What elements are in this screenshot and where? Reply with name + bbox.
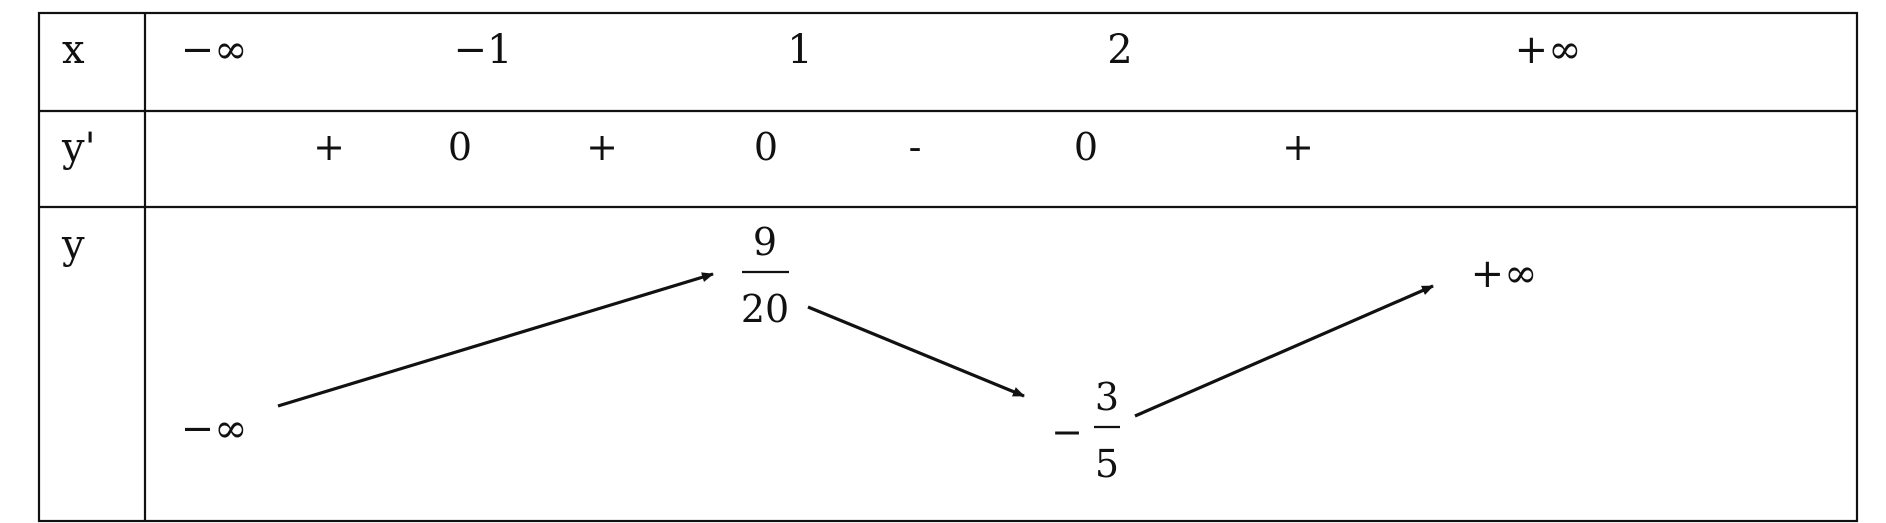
row-label-y-prime: y' <box>61 125 96 171</box>
derivative-zero: 0 <box>448 125 472 169</box>
fraction-denominator: 5 <box>1095 442 1119 486</box>
y-value-start-neg-infinity: −∞ <box>181 406 248 452</box>
y-local-maximum-fraction: 9 20 <box>741 220 789 331</box>
derivative-sign: + <box>586 125 618 169</box>
fraction-minus-sign: − <box>1051 410 1083 454</box>
y-local-minimum-fraction: − 3 5 <box>1051 375 1120 486</box>
row-label-x: x <box>62 27 85 73</box>
fraction-numerator: 3 <box>1095 375 1119 419</box>
derivative-sign: - <box>909 125 922 169</box>
derivative-sign: + <box>313 125 345 169</box>
derivative-zero: 0 <box>1074 125 1098 169</box>
derivative-zero: 0 <box>754 125 778 169</box>
row-label-y: y <box>61 222 85 268</box>
fraction-denominator: 20 <box>741 287 789 331</box>
x-value-two: 2 <box>1107 27 1132 73</box>
x-value-neg-one: −1 <box>454 27 513 73</box>
x-value-neg-infinity: −∞ <box>181 27 248 73</box>
x-value-one: 1 <box>787 27 812 73</box>
decreasing-arrow <box>807 305 1025 398</box>
derivative-sign: + <box>1282 125 1314 169</box>
increasing-arrow <box>277 272 714 408</box>
table-border <box>37 11 1859 523</box>
fraction-numerator: 9 <box>753 220 777 264</box>
y-value-end-pos-infinity: +∞ <box>1471 251 1538 297</box>
increasing-arrow <box>1134 284 1434 418</box>
x-value-pos-infinity: +∞ <box>1515 27 1582 73</box>
